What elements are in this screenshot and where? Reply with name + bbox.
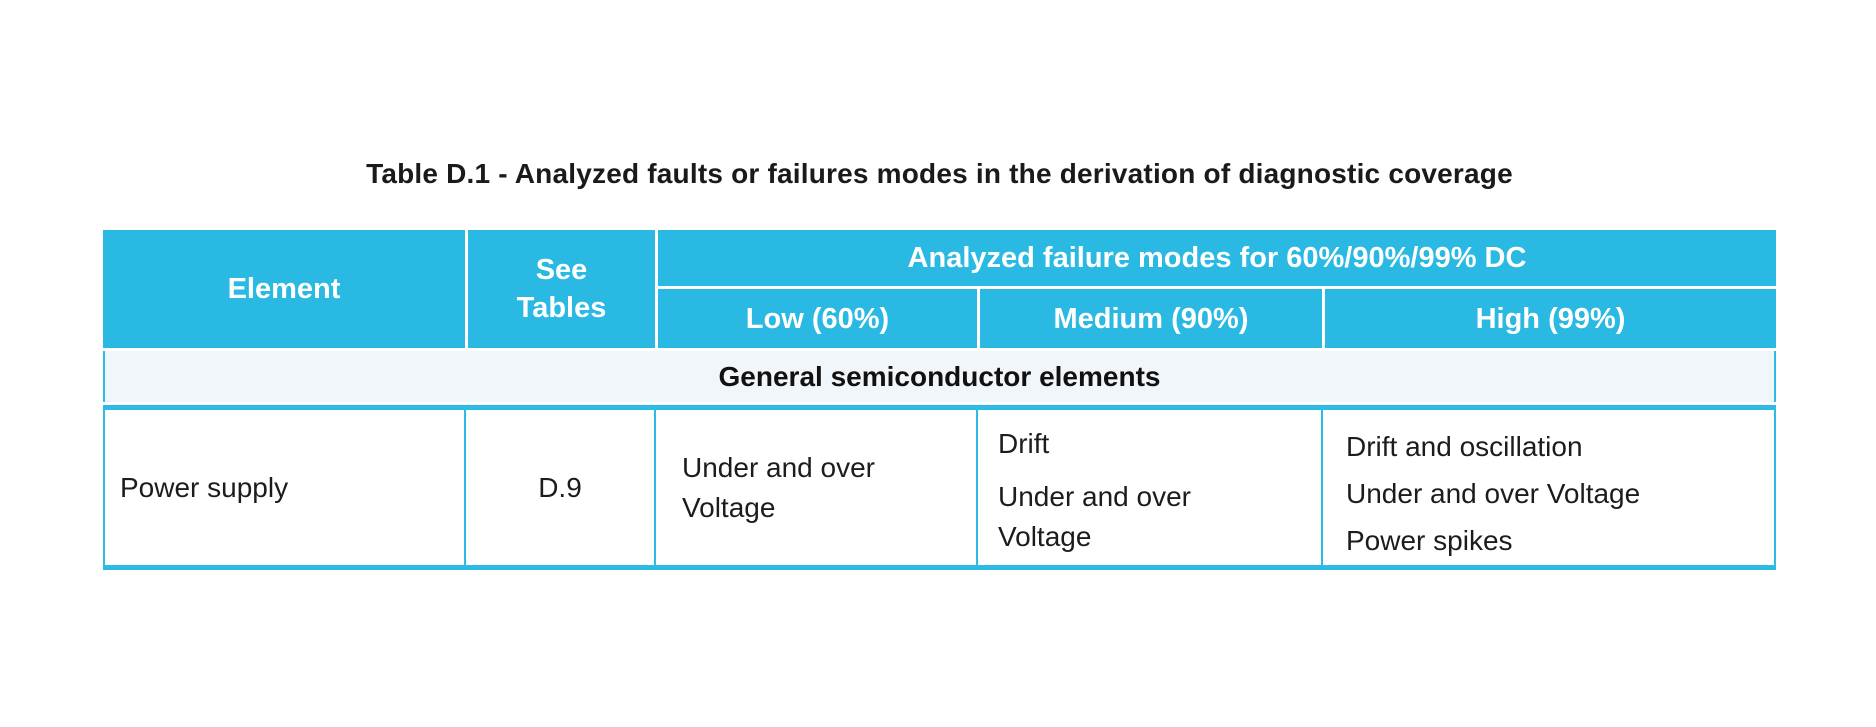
cell-see-tables: D.9: [466, 410, 656, 565]
cell-low-failure-modes: Under and over Voltage: [656, 410, 978, 565]
header-cell-high: High (99%): [1325, 289, 1776, 348]
data-table: Element See Tables Analyzed failure mode…: [103, 230, 1776, 570]
failure-mode-item: Power spikes: [1346, 524, 1513, 556]
failure-mode-item: Under and over Voltage: [1346, 477, 1641, 509]
header-see-line1: See: [535, 254, 588, 286]
failure-mode-item: Drift: [998, 428, 1050, 459]
failure-mode-item: Under and over Voltage: [682, 451, 876, 523]
cell-element: Power supply: [105, 410, 466, 565]
header-cell-element: Element: [103, 230, 465, 348]
table-row: Power supply D.9 Under and over Voltage …: [103, 405, 1776, 570]
failure-mode-item: Drift and oscillation: [1346, 430, 1583, 462]
cell-high-failure-modes: Drift and oscillation Under and over Vol…: [1323, 410, 1774, 565]
cell-medium-failure-modes: Drift Under and over Voltage: [978, 410, 1323, 565]
section-row-general-semiconductor: General semiconductor elements: [103, 351, 1776, 402]
table-header: Element See Tables Analyzed failure mode…: [103, 230, 1776, 348]
failure-mode-item: Under and over Voltage: [998, 481, 1192, 552]
header-cell-low: Low (60%): [658, 289, 977, 348]
header-cell-analyzed-failure-modes: Analyzed failure modes for 60%/90%/99% D…: [658, 230, 1776, 286]
header-cell-medium: Medium (90%): [980, 289, 1322, 348]
header-see-line2: Tables: [516, 292, 607, 324]
table-caption: Table D.1 - Analyzed faults or failures …: [366, 158, 1513, 189]
header-cell-see-tables: See Tables: [468, 230, 655, 348]
